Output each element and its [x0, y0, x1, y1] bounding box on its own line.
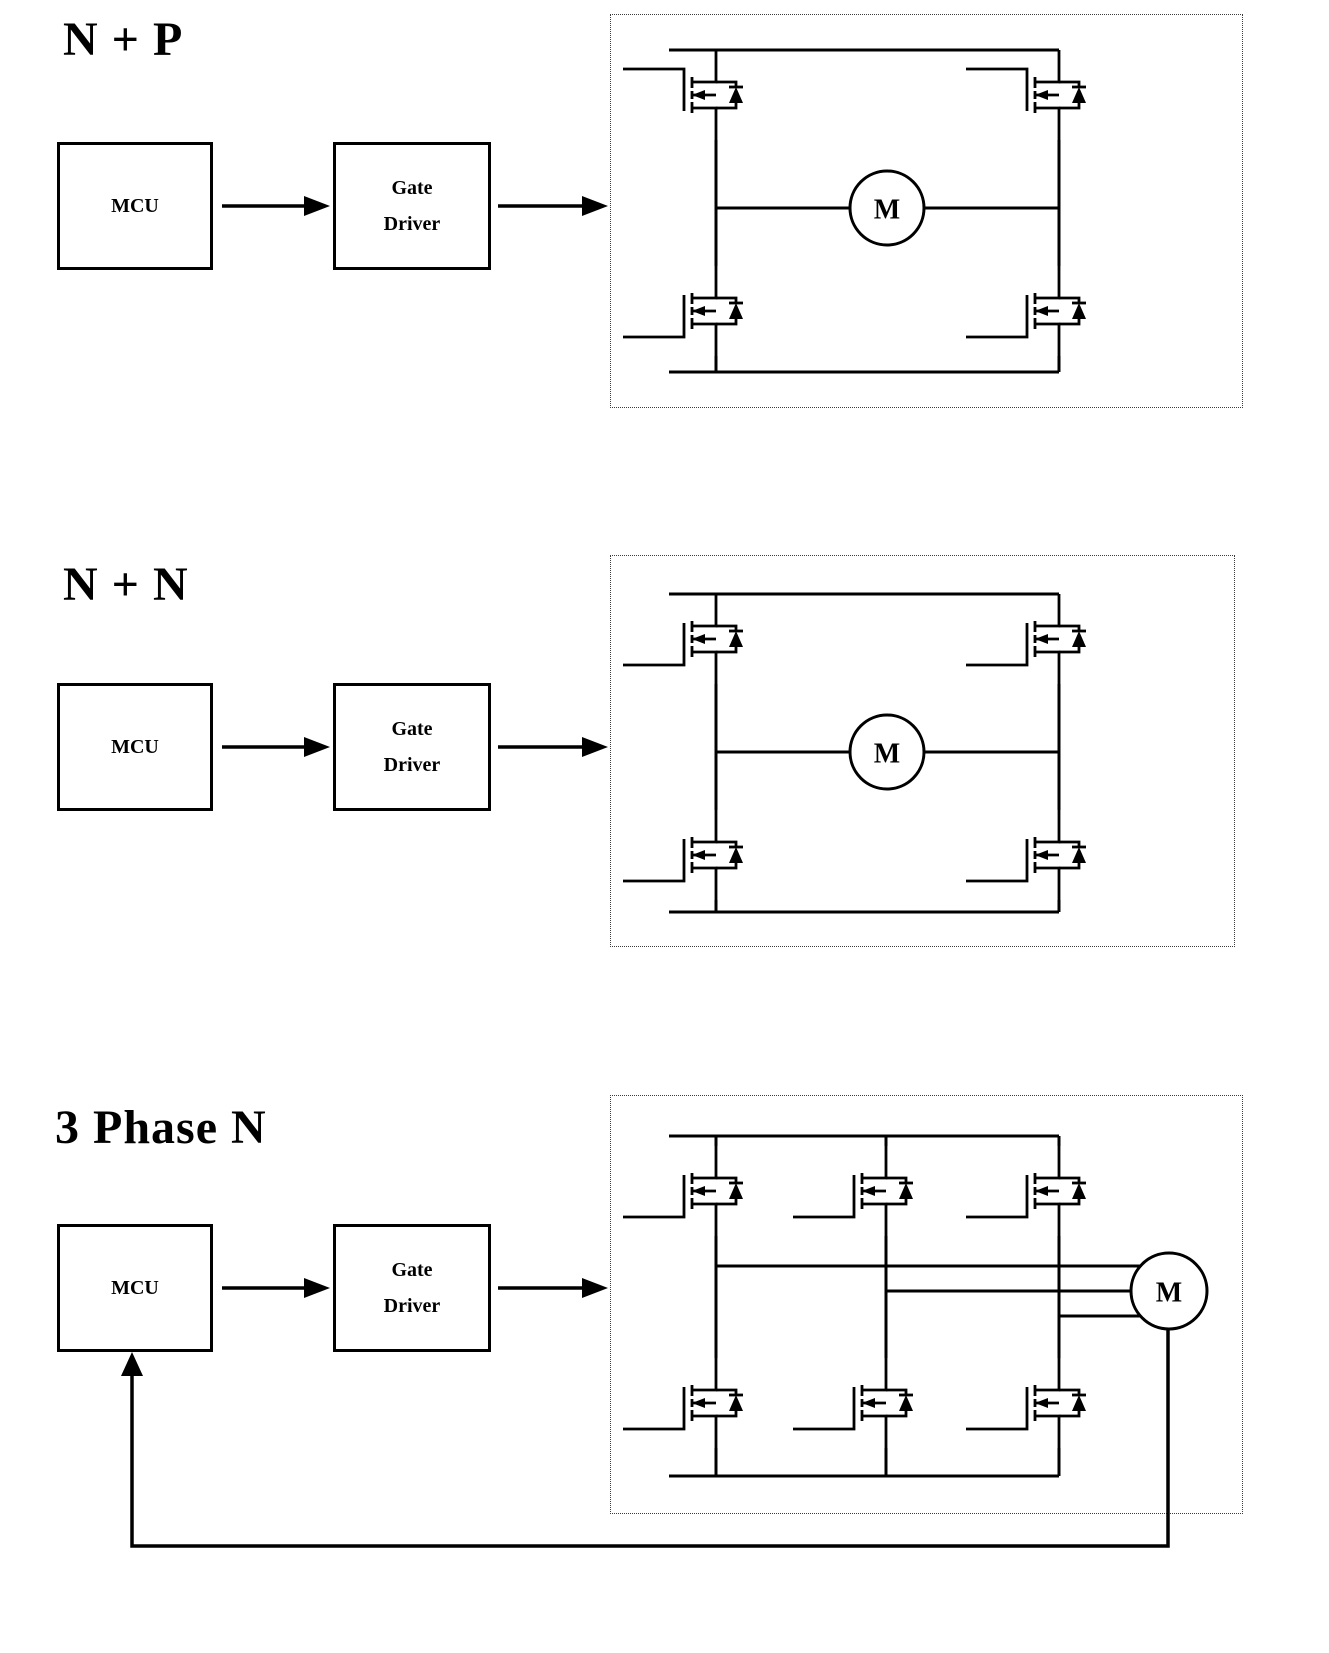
gate-driver-block-3: Gate Driver — [333, 1224, 491, 1352]
gate-driver-label-line2: Driver — [383, 1294, 441, 1317]
arrowhead-icon — [304, 196, 330, 216]
gate-driver-label-line1: Gate — [391, 1258, 433, 1281]
mcu-label: MCU — [111, 735, 159, 758]
section-title-np: N + P — [63, 13, 184, 66]
nmos-low-side-right-icon — [966, 266, 1086, 356]
motor-label: M — [1156, 1278, 1182, 1309]
feedback-arrowhead-icon — [121, 1352, 143, 1376]
motor-label: M — [874, 739, 900, 770]
mcu-block-1: MCU — [57, 142, 213, 270]
nmos-high-side-right-icon — [966, 594, 1086, 684]
nmos-low-side-left-icon — [623, 266, 743, 356]
arrowhead-icon — [582, 737, 608, 757]
gate-driver-label-line1: Gate — [391, 717, 433, 740]
mcu-label: MCU — [111, 194, 159, 217]
h-bridge-np-circuit-box: M — [610, 14, 1243, 408]
mcu-block-3: MCU — [57, 1224, 213, 1352]
pmos-high-side-left-icon — [623, 50, 743, 140]
nmos-high-side-left-icon — [623, 594, 743, 684]
gate-driver-block-1: Gate Driver — [333, 142, 491, 270]
nmos-low-side-left-icon — [623, 810, 743, 900]
gate-driver-label-line1: Gate — [391, 176, 433, 199]
motor-symbol — [848, 713, 926, 791]
nmos-phase-c-low-icon — [966, 1358, 1086, 1448]
motor-label: M — [874, 195, 900, 226]
section-title-3phase: 3 Phase N — [55, 1101, 267, 1154]
arrowhead-icon — [582, 196, 608, 216]
arrowhead-icon — [304, 737, 330, 757]
motor-symbol — [848, 169, 926, 247]
mcu-label: MCU — [111, 1276, 159, 1299]
three-phase-circuit-box: M — [610, 1095, 1243, 1514]
nmos-phase-a-high-icon — [623, 1146, 743, 1236]
arrowhead-icon — [304, 1278, 330, 1298]
arrowhead-icon — [582, 1278, 608, 1298]
gate-driver-label-line2: Driver — [383, 212, 441, 235]
nmos-phase-c-high-icon — [966, 1146, 1086, 1236]
pmos-high-side-right-icon — [966, 50, 1086, 140]
three-phase-schematic: M — [611, 1134, 1209, 1478]
h-bridge-np-schematic: M — [611, 48, 1242, 374]
nmos-low-side-right-icon — [966, 810, 1086, 900]
nmos-phase-b-low-icon — [793, 1358, 913, 1448]
nmos-phase-a-low-icon — [623, 1358, 743, 1448]
mcu-block-2: MCU — [57, 683, 213, 811]
gate-driver-label-line2: Driver — [383, 753, 441, 776]
nmos-phase-b-high-icon — [793, 1146, 913, 1236]
h-bridge-rails — [669, 48, 1061, 374]
gate-driver-block-2: Gate Driver — [333, 683, 491, 811]
h-bridge-nn-schematic: M — [611, 592, 1234, 914]
section-title-nn: N + N — [63, 558, 189, 611]
h-bridge-nn-circuit-box: M — [610, 555, 1235, 947]
